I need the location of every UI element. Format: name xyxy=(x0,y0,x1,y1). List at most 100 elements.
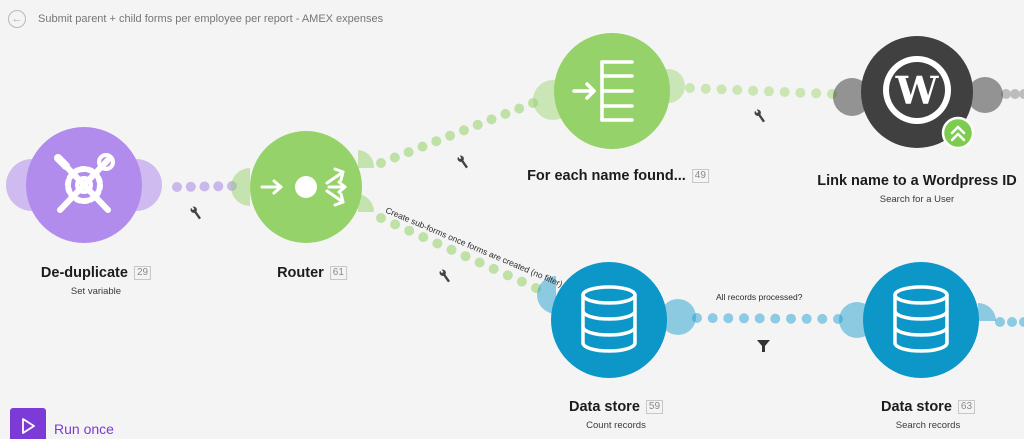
filter-icon[interactable] xyxy=(757,340,770,352)
connector-dot xyxy=(514,103,525,114)
arrow-left-icon[interactable]: ← xyxy=(8,10,26,28)
connector-count-search[interactable] xyxy=(692,313,843,324)
connector-dot xyxy=(472,119,483,130)
wrench-icon[interactable] xyxy=(189,205,203,221)
module-subtitle: Count records xyxy=(586,420,646,431)
connector-dot xyxy=(754,313,765,324)
module-router[interactable] xyxy=(231,131,375,243)
router-icon xyxy=(260,167,347,207)
module-deduplicate[interactable] xyxy=(6,127,162,243)
connector-dot xyxy=(403,147,414,158)
wrench-icon[interactable] xyxy=(753,108,767,124)
database-icon xyxy=(581,285,637,353)
module-label-iterator: For each name found... 49 xyxy=(527,167,709,185)
module-label-router: Router 61 xyxy=(277,264,347,282)
connector-dedup-router[interactable] xyxy=(172,181,237,192)
connector-router-count[interactable] xyxy=(376,213,541,293)
connector-dot xyxy=(732,85,743,95)
connector-dot xyxy=(833,314,843,324)
connector-dot xyxy=(1010,89,1020,99)
connector-dot xyxy=(172,182,182,192)
module-id-badge: 61 xyxy=(329,266,347,280)
module-label-deduplicate: De-duplicate 29 Set variable xyxy=(40,264,152,297)
module-label-data-store-search: Data store 63 Search records xyxy=(880,398,976,431)
connector-dot xyxy=(795,87,806,98)
module-iterator[interactable] xyxy=(533,33,685,149)
connector-dot xyxy=(995,317,1005,327)
module-wordpress[interactable]: W xyxy=(833,36,1003,150)
wrench-icon[interactable] xyxy=(438,268,452,284)
connector-dot xyxy=(748,85,759,96)
connector-dot xyxy=(418,232,429,243)
connector-dot xyxy=(531,283,541,293)
module-name: For each name found... xyxy=(527,168,686,184)
connector-dot xyxy=(460,251,471,262)
connector-dot xyxy=(185,181,196,192)
run-once-label[interactable]: Run once xyxy=(54,421,114,437)
connector-dot xyxy=(376,158,386,168)
connector-dot xyxy=(417,141,428,152)
connector-dot xyxy=(779,87,790,97)
iterator-icon xyxy=(572,60,634,122)
module-label-wordpress: Link name to a Wordpress ID Search for a… xyxy=(817,172,1017,205)
chevron-up-icon xyxy=(950,125,966,142)
connector-dot xyxy=(516,276,527,287)
connector-dot xyxy=(723,313,734,324)
module-subtitle: Search records xyxy=(895,420,961,431)
module-name: De-duplicate xyxy=(40,265,128,281)
connector-dot xyxy=(500,108,511,119)
connector-dot xyxy=(817,313,828,324)
module-name: Data store xyxy=(568,399,640,415)
module-data-store-search[interactable] xyxy=(839,262,996,378)
connector-dot xyxy=(213,181,224,192)
wrench-icon[interactable] xyxy=(456,154,470,170)
module-id-badge: 63 xyxy=(957,400,976,414)
connector-iterator-wordpress[interactable] xyxy=(685,83,837,99)
connector-router-iterator[interactable] xyxy=(376,98,538,168)
connector-dot xyxy=(770,313,781,324)
module-id-badge: 29 xyxy=(133,266,152,280)
connector-dot xyxy=(786,313,796,324)
connector-dot xyxy=(811,88,822,99)
connector-dot xyxy=(692,313,702,323)
connector-dot xyxy=(488,263,499,274)
scenario-title: Submit parent + child forms per employee… xyxy=(38,13,384,25)
connector-dot xyxy=(389,152,400,163)
module-subtitle: Search for a User xyxy=(879,194,955,205)
connector-dot xyxy=(376,213,386,223)
connector-dot xyxy=(801,313,812,324)
run-once-button[interactable] xyxy=(10,408,46,439)
connector-dot xyxy=(445,130,456,141)
module-name: Link name to a Wordpress ID xyxy=(817,173,1017,189)
module-subtitle: Set variable xyxy=(70,286,122,297)
module-name: Router xyxy=(277,265,324,281)
connector-dot xyxy=(1019,89,1024,99)
connector-dot xyxy=(700,83,711,94)
database-icon xyxy=(893,285,949,353)
connector-dot xyxy=(763,86,774,97)
connector-wordpress-next[interactable] xyxy=(1001,89,1024,99)
tools-icon xyxy=(54,153,115,213)
connector-dot xyxy=(474,257,485,268)
connector-dot xyxy=(404,225,415,236)
connector-dot xyxy=(1007,317,1017,327)
connector-dot xyxy=(1019,317,1024,327)
play-icon xyxy=(22,418,35,434)
connector-dot xyxy=(528,98,538,108)
connector-dot xyxy=(739,313,749,324)
connector-search-next[interactable] xyxy=(995,317,1024,327)
connector-dot xyxy=(446,244,457,255)
module-name: Data store xyxy=(880,399,952,415)
svg-text:W: W xyxy=(895,68,940,113)
connector-dot xyxy=(458,125,469,136)
connector-dot xyxy=(390,219,401,230)
module-id-badge: 59 xyxy=(645,400,664,414)
wordpress-icon: W xyxy=(883,56,951,124)
route-label-records: All records processed? xyxy=(716,292,803,302)
scenario-header: ← Submit parent + child forms per employ… xyxy=(8,8,383,30)
module-id-badge: 49 xyxy=(691,169,709,183)
module-data-store-count[interactable] xyxy=(537,262,696,378)
connector-dot xyxy=(716,84,727,95)
